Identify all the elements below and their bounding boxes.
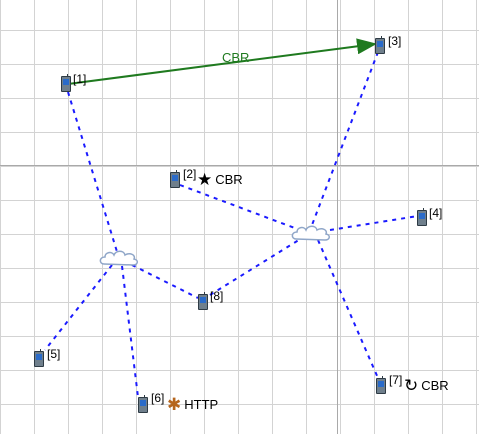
phone-node-icon[interactable]: [376, 376, 386, 394]
node-label: [7]: [389, 373, 403, 387]
link-cloud-a-to-8: [131, 264, 199, 299]
phone-node-icon[interactable]: [375, 36, 385, 54]
phone-node-icon[interactable]: [138, 395, 148, 413]
vertical-axis-line: [337, 0, 338, 434]
node-label: [2]: [183, 167, 197, 181]
cloud-icon[interactable]: [290, 223, 332, 243]
link-cloud-a-to-6: [121, 265, 139, 398]
traffic-label: CBR: [421, 378, 449, 393]
traffic-source-http[interactable]: ✱HTTP: [167, 396, 218, 413]
link-1-to-cloud-a: [67, 91, 119, 256]
link-cloud-b-to-4: [329, 215, 419, 231]
node-label: [1]: [73, 72, 87, 86]
phone-node-icon[interactable]: [61, 74, 71, 92]
phone-node-icon[interactable]: [34, 349, 44, 367]
cycle-icon: ↻: [404, 376, 419, 395]
node-label: [4]: [429, 206, 443, 220]
phone-node-icon[interactable]: [170, 170, 180, 188]
traffic-label: HTTP: [184, 397, 219, 412]
link-cloud-b-to-7: [317, 239, 379, 379]
phone-node-icon[interactable]: [417, 208, 427, 226]
cbr-flow-arrow[interactable]: [67, 38, 377, 85]
node-label: [5]: [47, 347, 61, 361]
horizontal-axis-line: [0, 165, 479, 166]
traffic-label: CBR: [215, 172, 243, 187]
flow-label: CBR: [222, 50, 250, 65]
node-label: [8]: [210, 289, 224, 303]
link-8-to-cloud-b: [209, 237, 303, 296]
phone-node-icon[interactable]: [198, 292, 208, 310]
link-3-to-cloud-b: [311, 51, 379, 226]
asterisk-icon: ✱: [167, 395, 182, 414]
cloud-icon[interactable]: [98, 248, 140, 268]
traffic-source-cbr[interactable]: ↻CBR: [404, 377, 449, 394]
node-label: [6]: [151, 391, 165, 405]
traffic-source-cbr[interactable]: ★CBR: [197, 171, 243, 188]
link-2-to-cloud-b: [179, 184, 301, 231]
link-cloud-a-to-5: [44, 264, 113, 351]
node-label: [3]: [388, 34, 402, 48]
star-icon: ★: [197, 170, 213, 189]
